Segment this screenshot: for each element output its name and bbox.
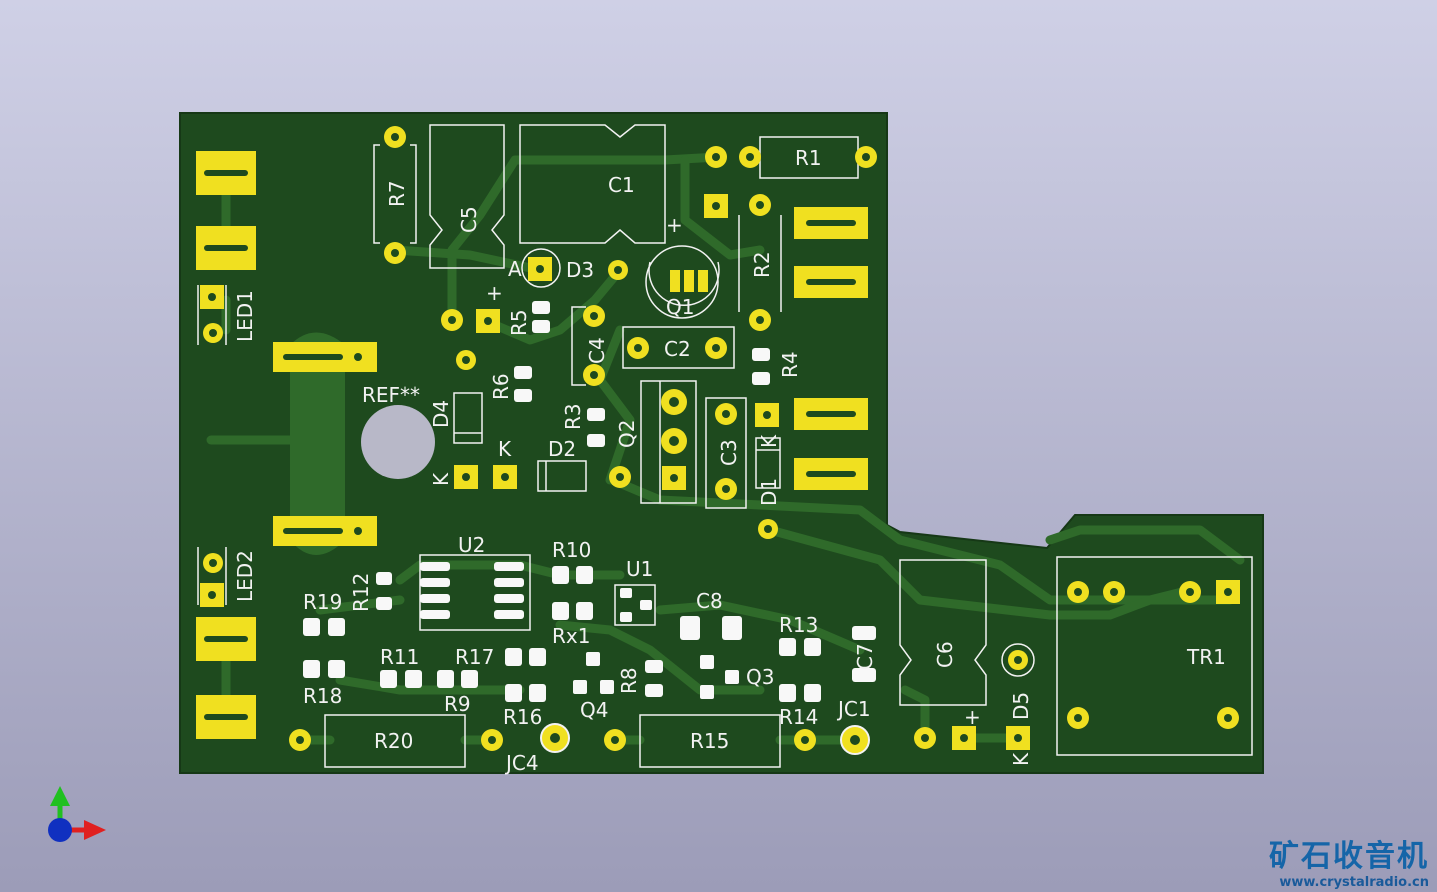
label-r6: R6	[489, 373, 513, 400]
watermark-title: 矿石收音机	[1269, 839, 1429, 874]
label-u2: U2	[458, 533, 485, 557]
label-c1: C1	[608, 173, 635, 197]
label-r13: R13	[779, 613, 818, 637]
label-d1: D1	[757, 478, 781, 506]
label-r19: R19	[303, 590, 342, 614]
label-c7: C7	[853, 643, 877, 670]
watermark-url: www.crystalradio.cn	[1279, 875, 1429, 890]
label-r3: R3	[561, 403, 585, 430]
label-jc1: JC1	[836, 697, 871, 721]
label-d5: D5	[1009, 692, 1033, 720]
watermark: 矿石收音机 www.crystalradio.cn	[1269, 831, 1429, 890]
through-hole-pads[interactable]	[200, 126, 1240, 755]
label-d2-k: K	[498, 437, 512, 461]
label-c5: C5	[457, 206, 481, 233]
label-q2: Q2	[615, 420, 639, 448]
label-r18: R18	[303, 684, 342, 708]
smd-pads[interactable]	[303, 301, 876, 702]
label-c1-plus: +	[666, 213, 683, 237]
label-r5: R5	[507, 309, 531, 336]
label-r17: R17	[455, 645, 494, 669]
silkscreen-outlines	[197, 124, 1253, 768]
connector-pads-ref[interactable]	[273, 342, 377, 546]
label-a: A	[508, 257, 522, 281]
label-rx1: Rx1	[552, 624, 590, 648]
label-u1: U1	[626, 557, 653, 581]
label-jc4: JC4	[504, 751, 539, 775]
label-c3: C3	[717, 439, 741, 466]
label-r12: R12	[349, 573, 373, 612]
label-c4: C4	[585, 337, 609, 364]
label-r11: R11	[380, 645, 419, 669]
label-r16: R16	[503, 705, 542, 729]
label-r2: R2	[750, 251, 774, 278]
connector-pads-right[interactable]	[794, 207, 868, 490]
label-r15: R15	[690, 729, 729, 753]
label-d4-k: K	[429, 472, 453, 486]
label-r9: R9	[444, 692, 471, 716]
label-r4: R4	[778, 351, 802, 378]
label-d1-k: K	[757, 434, 781, 448]
label-c5-plus: +	[486, 281, 503, 305]
axes-gizmo[interactable]	[48, 786, 106, 842]
label-d3: D3	[566, 258, 594, 282]
label-r1: R1	[795, 146, 822, 170]
label-r14: R14	[779, 705, 818, 729]
label-q3: Q3	[746, 665, 774, 689]
label-led2: LED2	[233, 550, 257, 602]
copper-pour-ref	[290, 332, 345, 555]
label-r10: R10	[552, 538, 591, 562]
label-q1: Q1	[666, 295, 694, 319]
label-q4: Q4	[580, 698, 608, 722]
ref-label: REF**	[362, 383, 420, 407]
label-tr1: TR1	[1186, 645, 1226, 669]
silkscreen-labels: R1 C1 R7 C5 R2 A D3 Q1 + + R5 C4 C2 R4 R…	[233, 146, 1226, 775]
label-r20: R20	[374, 729, 413, 753]
label-led1: LED1	[233, 290, 257, 342]
label-d5-k: K	[1009, 752, 1033, 766]
connector-pads-left[interactable]	[196, 151, 256, 739]
label-c2: C2	[664, 337, 691, 361]
label-r8: R8	[617, 667, 641, 694]
label-r7: R7	[385, 180, 409, 207]
y-axis-arrowhead-icon	[50, 786, 70, 806]
mounting-hole	[361, 405, 435, 479]
label-d2: D2	[548, 437, 576, 461]
label-c8: C8	[696, 589, 723, 613]
z-axis-dot-blue-icon	[48, 818, 72, 842]
label-c6: C6	[933, 641, 957, 668]
label-d4: D4	[429, 400, 453, 428]
x-axis-arrowhead-icon	[84, 820, 106, 840]
label-c6-plus: +	[964, 705, 981, 729]
